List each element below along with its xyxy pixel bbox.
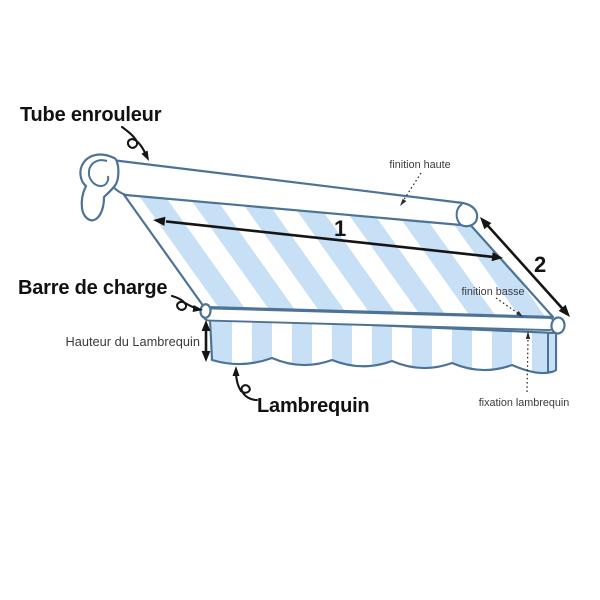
valance-height-arrow	[201, 320, 211, 362]
roller-tube-endcap-seam	[455, 203, 463, 226]
top-finish-label: finition haute	[389, 159, 450, 171]
load-bar-label: Barre de charge	[18, 277, 167, 299]
load-bar-body	[203, 309, 555, 330]
valance-fixing-label: fixation lambrequin	[479, 397, 570, 409]
valance-side-face	[547, 332, 557, 373]
projection-measure-arrow	[480, 217, 570, 317]
valance-pointer-arrow	[232, 366, 259, 402]
tube-pointer-arrow	[120, 125, 149, 161]
roller-tube-end-bracket	[79, 153, 120, 222]
load-bar-right-endcap	[550, 316, 566, 335]
valance-label: Lambrequin	[257, 395, 369, 417]
valance-fixing-pointer	[525, 331, 531, 393]
measure-2-label: 2	[534, 252, 546, 277]
bracket-inner-curl	[87, 159, 110, 188]
bottom-finish-label: finition basse	[461, 286, 524, 298]
bottom-finish-pointer	[495, 297, 523, 317]
top-finish-pointer	[400, 172, 422, 206]
load-bar-left-endcap	[199, 303, 212, 319]
valance	[208, 316, 558, 375]
load-bar-pointer-arrow	[170, 294, 203, 312]
measure-1-label: 1	[334, 216, 346, 241]
roller-tube-label: Tube enrouleur	[20, 104, 162, 126]
valance-height-label: Hauteur du Lambrequin	[66, 334, 200, 349]
width-measure-arrow	[153, 216, 503, 262]
